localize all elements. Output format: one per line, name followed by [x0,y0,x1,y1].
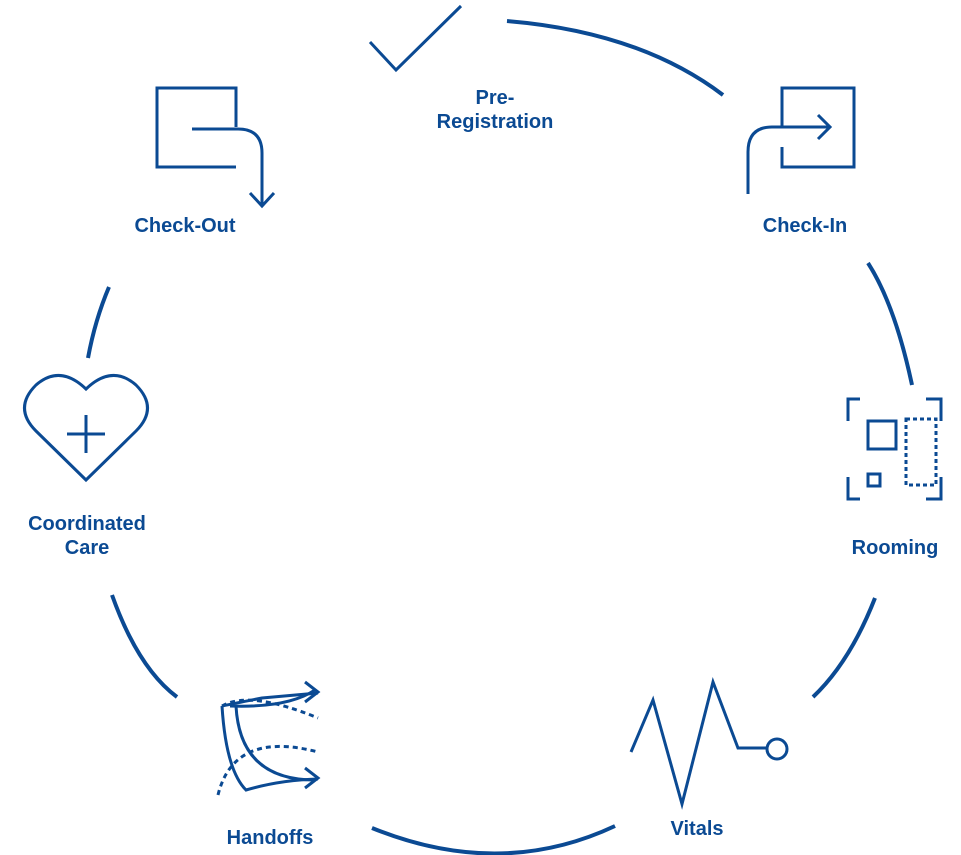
cycle-arc-segment [86,286,111,359]
heart-plus-icon [23,374,149,483]
cycle-arc-segment [371,824,616,855]
cycle-arc-segment [506,19,725,97]
step-label-pre-registration: Pre- Registration [405,86,585,134]
step-label-line: Pre- [475,87,515,109]
step-label-line: Check-In [762,215,848,237]
step-label-vitals: Vitals [642,817,752,841]
enter-arrow-icon [746,86,856,194]
step-label-line: Coordinated [28,513,146,535]
heartbeat-icon [629,677,789,810]
checkmark-icon [368,4,463,73]
step-label-check-in: Check-In [730,214,880,238]
room-layout-icon [846,397,943,501]
step-label-line: Check-Out [134,215,236,237]
exit-arrow-icon [155,86,276,209]
step-label-line: Care [64,537,110,559]
step-label-handoffs: Handoffs [200,826,340,850]
step-label-line: Registration [436,111,554,133]
step-label-check-out: Check-Out [105,214,265,238]
cycle-arc-segment [110,594,179,699]
step-label-line: Rooming [851,537,939,559]
step-label-line: Vitals [670,818,724,840]
cycle-arc-segment [866,261,914,386]
step-label-rooming: Rooming [830,536,960,560]
step-label-line: Handoffs [226,827,314,849]
step-label-coordinated-care: Coordinated Care [4,512,170,560]
crossing-arrows-icon [216,680,321,796]
cycle-arc-segment [811,597,877,699]
